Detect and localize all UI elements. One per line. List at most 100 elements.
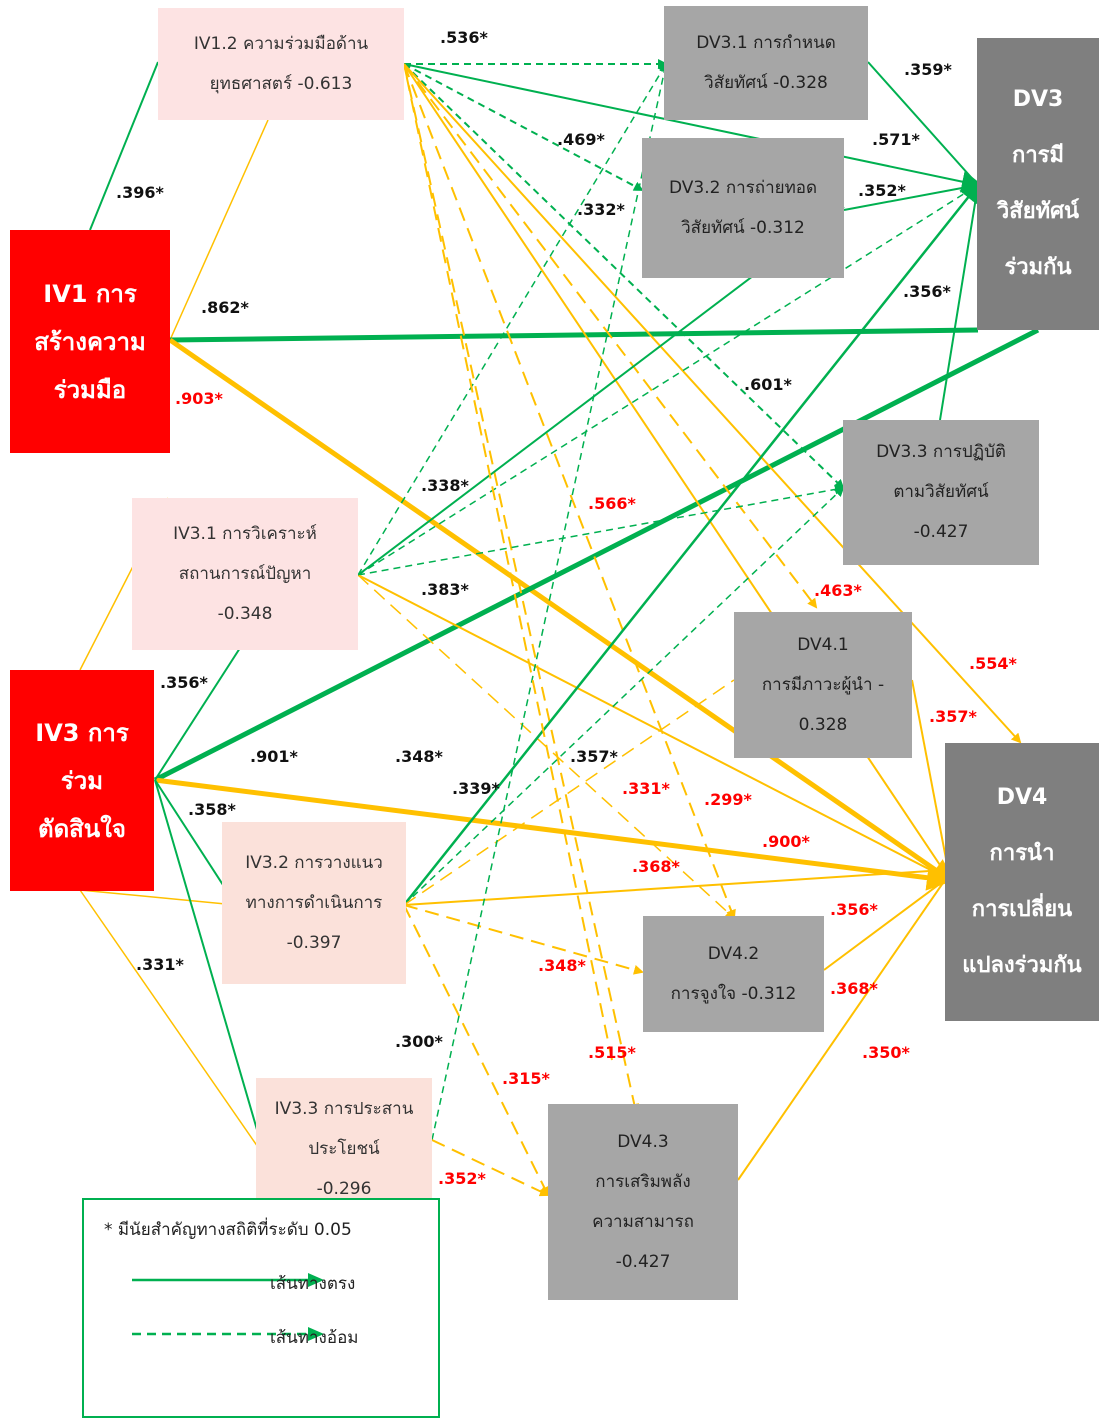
coef-571: .571* <box>872 130 920 149</box>
indirect-path-line-20 <box>357 484 845 576</box>
dv33-box: DV3.3 การปฏิบัติ ตามวิสัยทัศน์ -0.427 <box>843 420 1039 565</box>
legend: * มีนัยสำคัญทางสถิติที่ระดับ 0.05 เส้นทา… <box>82 1198 440 1418</box>
dv42-line-1: DV4.2 <box>707 944 760 964</box>
dv32-line-2: วิสัยทัศน์ -0.312 <box>681 218 805 238</box>
path-lines <box>79 59 1040 1197</box>
direct-path-line-5 <box>154 777 953 891</box>
direct-path-line-2 <box>169 327 979 343</box>
dv43-line-2: การเสริมพลัง <box>595 1172 691 1192</box>
iv33-box: IV3.3 การประสาน ประโยชน์ -0.296 <box>256 1078 432 1220</box>
indirect-path-legend-icon <box>132 1327 324 1341</box>
coef-300: .300* <box>395 1032 443 1051</box>
coef-339: .339* <box>452 779 500 798</box>
direct-path-line-7 <box>403 63 984 193</box>
direct-path-line-3 <box>168 337 957 885</box>
direct-path-line-17 <box>939 184 979 421</box>
indirect-path-line-41 <box>403 63 613 1061</box>
coef-903: .903* <box>175 389 223 408</box>
coef-900: .900* <box>762 832 810 851</box>
direct-path-line-27 <box>79 889 237 906</box>
direct-path-line-0 <box>89 61 159 231</box>
dv3-box: DV3 การมี วิสัยทัศน์ ร่วมกัน <box>977 38 1099 330</box>
coef-331a: .331* <box>622 779 670 798</box>
dv4-line-3: การเปลี่ยน <box>971 897 1073 922</box>
indirect-path-line-31 <box>403 486 845 906</box>
dv43-line-3: ความสามารถ <box>592 1212 694 1232</box>
coef-368b: .368* <box>830 979 878 998</box>
dv3-line-4: ร่วมกัน <box>1004 255 1072 280</box>
coef-554: .554* <box>969 654 1017 673</box>
direct-path-line-21 <box>357 574 951 881</box>
iv3-line-3: ตัดสินใจ <box>37 814 126 843</box>
iv31-line-3: -0.348 <box>217 604 273 624</box>
iv3-box: IV3 การ ร่วม ตัดสินใจ <box>10 670 154 891</box>
iv3-line-2: ร่วม <box>60 766 104 795</box>
coef-352a: .352* <box>858 181 906 200</box>
dv43-box: DV4.3 การเสริมพลัง ความสามารถ -0.427 <box>548 1104 738 1300</box>
direct-path-line-16 <box>843 184 979 211</box>
coef-350: .350* <box>862 1043 910 1062</box>
coef-862: .862* <box>201 298 249 317</box>
direct-path-line-25 <box>154 647 241 781</box>
dv33-line-3: -0.427 <box>913 522 969 542</box>
coef-515: .515* <box>588 1043 636 1062</box>
dv31-line-1: DV3.1 การกำหนด <box>696 33 836 53</box>
direct-path-line-29 <box>79 889 261 1151</box>
indirect-path-line-35 <box>403 904 549 1197</box>
iv31-line-2: สถานการณ์ปัญหา <box>178 564 312 584</box>
coef-356a: .356* <box>903 282 951 301</box>
legend-indirect-label: เส้นทางอ้อม <box>270 1328 359 1348</box>
dv4-line-2: การนำ <box>989 841 1055 866</box>
coef-352b: .352* <box>438 1169 486 1188</box>
indirect-path-line-14 <box>403 63 640 1114</box>
indirect-path-line-34 <box>403 904 644 975</box>
indirect-path-line-8 <box>403 63 644 191</box>
dv4-line-4: แปลงร่วมกัน <box>962 953 1082 978</box>
indirect-path-line-9 <box>403 63 845 490</box>
indirect-path-line-36 <box>431 62 670 1141</box>
dv42-line-2: การจูงใจ -0.312 <box>670 984 797 1004</box>
iv12-box: IV1.2 ความร่วมมือด้าน ยุทธศาสตร์ -0.613 <box>158 8 404 120</box>
iv31-line-1: IV3.1 การวิเคราะห์ <box>173 524 317 544</box>
indirect-path-line-18 <box>357 184 979 576</box>
coef-463: .463* <box>814 581 862 600</box>
coef-357a: .357* <box>929 707 977 726</box>
coef-358: .358* <box>188 800 236 819</box>
direct-path-line-10 <box>403 63 1022 744</box>
iv12-line-2: ยุทธศาสตร์ -0.613 <box>209 74 353 94</box>
iv33-line-1: IV3.3 การประสาน <box>274 1099 414 1119</box>
coef-299: .299* <box>704 790 752 809</box>
legend-note: * มีนัยสำคัญทางสถิติที่ระดับ 0.05 <box>104 1220 352 1240</box>
coef-357b: .357* <box>570 747 618 766</box>
coef-356c: .356* <box>830 900 878 919</box>
indirect-path-line-13 <box>403 63 818 609</box>
coef-566: .566* <box>588 494 636 513</box>
dv33-line-2: ตามวิสัยทัศน์ <box>893 482 989 502</box>
dv41-box: DV4.1 การมีภาวะผู้นำ - 0.328 <box>734 612 912 758</box>
iv1-box: IV1 การ สร้างความ ร่วมมือ <box>10 230 170 453</box>
coef-356b: .356* <box>160 673 208 692</box>
direct-path-line-28 <box>154 779 261 1141</box>
direct-path-line-40 <box>737 879 946 1181</box>
dv33-line-1: DV3.3 การปฏิบัติ <box>876 442 1006 462</box>
coef-315: .315* <box>502 1069 550 1088</box>
iv3-line-1: IV3 การ <box>35 718 129 747</box>
coef-396: .396* <box>116 183 164 202</box>
direct-path-line-15 <box>867 61 979 186</box>
coef-383: .383* <box>421 580 469 599</box>
coef-348b: .348* <box>538 956 586 975</box>
dv3-line-1: DV3 <box>1012 87 1064 112</box>
direct-path-legend-icon <box>132 1273 324 1287</box>
indirect-path-line-32 <box>403 679 735 906</box>
iv1-line-3: ร่วมมือ <box>53 375 127 404</box>
coef-901: .901* <box>250 747 298 766</box>
direct-path-line-33 <box>403 869 946 906</box>
direct-path-line-4 <box>153 327 1040 783</box>
coef-601: .601* <box>744 375 792 394</box>
dv41-line-3: 0.328 <box>798 715 848 735</box>
dv41-line-1: DV4.1 <box>797 635 849 655</box>
dv3-line-3: วิสัยทัศน์ <box>996 199 1080 224</box>
direct-path-line-39 <box>823 879 946 971</box>
coef-332: .332* <box>577 200 625 219</box>
